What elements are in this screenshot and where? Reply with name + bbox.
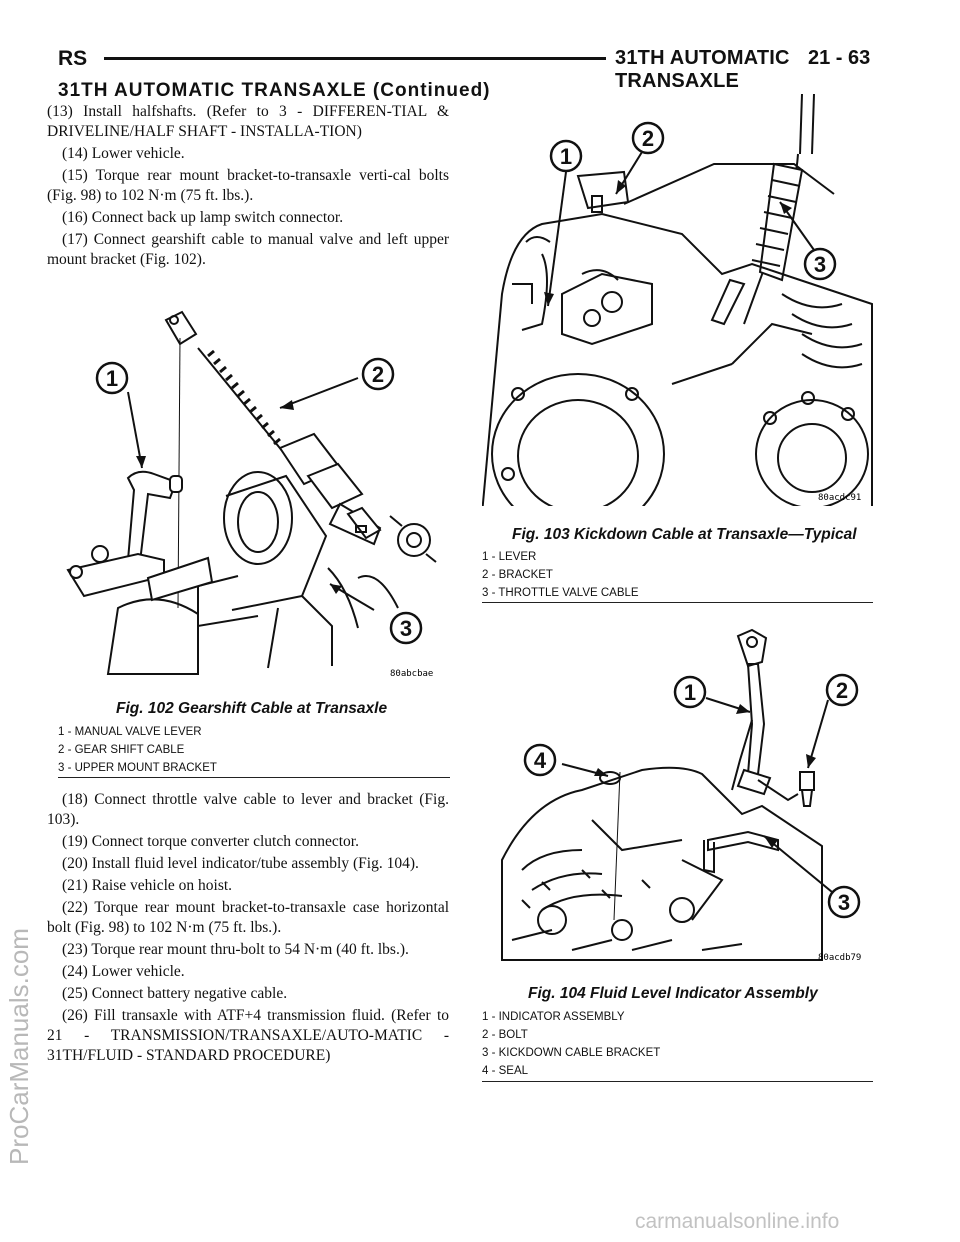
fig103-rule — [482, 602, 873, 603]
fig103-code: 80acdc91 — [818, 493, 861, 503]
step-13: (13) Install halfshafts. (Refer to 3 - D… — [47, 103, 449, 140]
fig102-legend-2: 2 - GEAR SHIFT CABLE — [58, 744, 185, 756]
side-watermark: ProCarManuals.com — [4, 928, 34, 1165]
step-19: (19) Connect torque converter clutch con… — [62, 833, 359, 850]
step-26: (26) Fill transaxle with ATF+4 transmiss… — [47, 1007, 449, 1064]
fig104-caption: Fig. 104 Fluid Level Indicator Assembly — [528, 985, 818, 1002]
fig104-legend-1: 1 - INDICATOR ASSEMBLY — [482, 1011, 625, 1023]
page-number: 21 - 63 — [808, 47, 871, 69]
procedure-steps-bottom: (18) Connect throttle valve cable to lev… — [47, 790, 449, 1068]
fig103-illustration: 1 2 3 80acdc91 — [482, 94, 876, 506]
step-18: (18) Connect throttle valve cable to lev… — [47, 791, 449, 828]
fig104-legend-3: 3 - KICKDOWN CABLE BRACKET — [482, 1047, 661, 1059]
fig104-legend: 1 - INDICATOR ASSEMBLY 2 - BOLT 3 - KICK… — [482, 1008, 660, 1080]
step-23: (23) Torque rear mount thru-bolt to 54 N… — [62, 941, 409, 958]
fig102-callout-3: 3 — [400, 616, 412, 641]
step-25: (25) Connect battery negative cable. — [62, 985, 288, 1002]
fig102-legend-3: 3 - UPPER MOUNT BRACKET — [58, 762, 217, 774]
fig104-legend-4: 4 - SEAL — [482, 1065, 529, 1077]
step-16: (16) Connect back up lamp switch connect… — [62, 209, 344, 226]
fig102-callout-2: 2 — [372, 362, 384, 387]
step-21: (21) Raise vehicle on hoist. — [62, 877, 233, 894]
section-title: 31TH AUTOMATIC TRANSAXLE (Continued) — [58, 80, 491, 101]
fig102-rule — [58, 777, 450, 778]
fig103-callout-1: 1 — [560, 144, 572, 169]
bottom-watermark: carmanualsonline.info — [635, 1210, 840, 1233]
fig102-legend-1: 1 - MANUAL VALVE LEVER — [58, 726, 202, 738]
fig104-illustration: 1 2 3 4 80acdb79 — [482, 620, 876, 970]
fig102-code: 80abcbae — [390, 669, 433, 679]
fig103-callout-2: 2 — [642, 126, 654, 151]
step-15: (15) Torque rear mount bracket-to-transa… — [47, 167, 449, 204]
fig103-legend-3: 3 - THROTTLE VALVE CABLE — [482, 587, 639, 599]
fig104-rule — [482, 1081, 873, 1082]
step-20: (20) Install fluid level indicator/tube … — [62, 855, 419, 872]
procedure-steps-top: (13) Install halfshafts. (Refer to 3 - D… — [47, 102, 449, 272]
fig104-legend-2: 2 - BOLT — [482, 1029, 528, 1041]
fig103-legend: 1 - LEVER 2 - BRACKET 3 - THROTTLE VALVE… — [482, 548, 639, 602]
fig104-callout-3: 3 — [838, 890, 850, 915]
fig104-callout-1: 1 — [684, 680, 696, 705]
fig102-legend: 1 - MANUAL VALVE LEVER 2 - GEAR SHIFT CA… — [58, 723, 217, 777]
fig102-callout-1: 1 — [106, 366, 118, 391]
fig104-code: 80acdb79 — [818, 953, 861, 963]
step-24: (24) Lower vehicle. — [62, 963, 185, 980]
section-code: RS — [58, 47, 88, 70]
step-14: (14) Lower vehicle. — [62, 145, 185, 162]
fig103-legend-1: 1 - LEVER — [482, 551, 537, 563]
fig104-callout-4: 4 — [534, 748, 547, 773]
fig103-callout-3: 3 — [814, 252, 826, 277]
step-22: (22) Torque rear mount bracket-to-transa… — [47, 899, 449, 936]
fig103-legend-2: 2 - BRACKET — [482, 569, 553, 581]
fig104-callout-2: 2 — [836, 678, 848, 703]
fig102-illustration: 1 2 3 80abcbae — [58, 308, 452, 690]
fig103-caption: Fig. 103 Kickdown Cable at Transaxle—Typ… — [512, 526, 857, 543]
header-rule — [104, 57, 606, 60]
chapter-title: 31TH AUTOMATIC TRANSAXLE — [615, 47, 790, 92]
fig102-caption: Fig. 102 Gearshift Cable at Transaxle — [116, 700, 388, 717]
step-17: (17) Connect gearshift cable to manual v… — [47, 231, 449, 268]
page-header: RS 31TH AUTOMATIC TRANSAXLE 21 - 63 — [58, 47, 873, 92]
